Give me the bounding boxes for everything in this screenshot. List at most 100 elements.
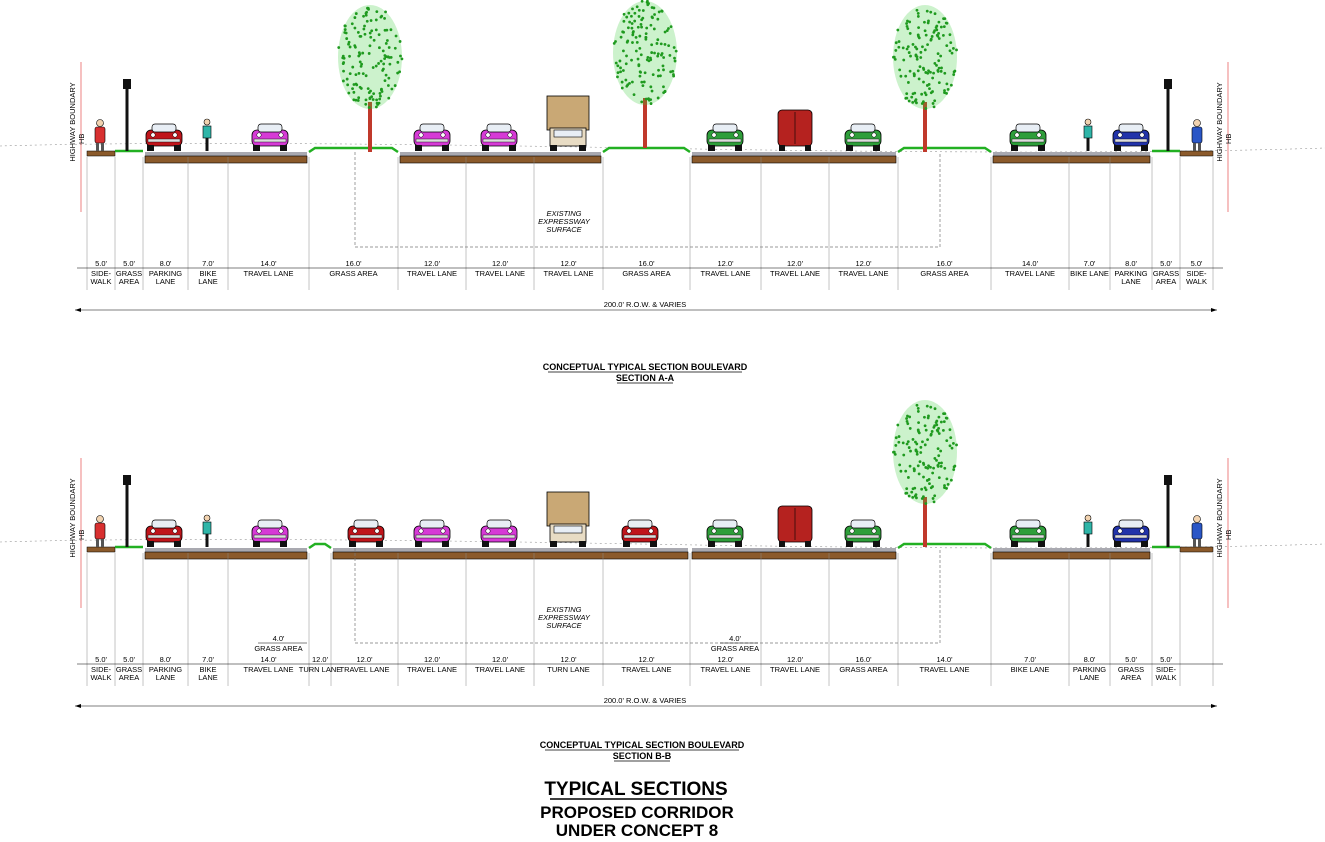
section-a-caption-line2: SECTION A-A bbox=[616, 373, 675, 383]
segment-name: TRAVEL LANE bbox=[407, 665, 457, 674]
car-headlight bbox=[1036, 132, 1042, 138]
person-leg bbox=[1193, 539, 1196, 547]
car-headlight bbox=[1139, 132, 1145, 138]
cyclist-body bbox=[202, 521, 212, 535]
title-line1: TYPICAL SECTIONS bbox=[544, 779, 727, 800]
car-body bbox=[480, 129, 518, 147]
tree-leaf bbox=[905, 417, 908, 420]
tree-leaf bbox=[630, 26, 634, 30]
tree-leaf bbox=[673, 56, 676, 60]
tree-leaf bbox=[345, 77, 349, 81]
row-arrow-left bbox=[75, 308, 81, 312]
section-b-b: EXISTINGEXPRESSWAYSURFACE5.0'SIDE-WALK5.… bbox=[0, 400, 1325, 708]
tree-leaf bbox=[905, 92, 909, 96]
tree-leaf bbox=[356, 99, 360, 102]
car-windshield bbox=[419, 123, 445, 133]
tree-leaf bbox=[358, 60, 362, 64]
tree-leaf bbox=[914, 449, 918, 453]
segment-name: GRASS bbox=[116, 665, 142, 674]
tree-leaf bbox=[933, 61, 937, 65]
tree-leaf bbox=[929, 70, 932, 74]
segment-name: PARKING bbox=[149, 269, 182, 278]
tree-leaf bbox=[948, 428, 952, 432]
tree-leaf bbox=[936, 447, 940, 451]
tree-leaf bbox=[656, 38, 660, 42]
tree-leaf bbox=[932, 466, 935, 470]
car-windshield bbox=[850, 123, 876, 133]
tree-leaf bbox=[931, 90, 934, 93]
tree-leaf bbox=[668, 53, 672, 57]
tree-leaf bbox=[943, 466, 947, 470]
segment-dimension: 14.0' bbox=[1022, 259, 1039, 268]
tree-leaf bbox=[931, 497, 935, 500]
tree-leaf bbox=[364, 102, 368, 106]
segment-name: TRAVEL LANE bbox=[1005, 269, 1055, 278]
tree-leaf bbox=[662, 85, 665, 89]
tree-leaf bbox=[663, 30, 667, 34]
tree-leaf bbox=[653, 51, 656, 55]
segment-dimension: 12.0' bbox=[492, 655, 509, 664]
car-parked-right bbox=[1112, 519, 1150, 547]
tree-leaf bbox=[932, 105, 936, 109]
tree-leaf bbox=[931, 102, 935, 105]
cyclist-body bbox=[202, 125, 212, 139]
tree-leaf bbox=[394, 34, 398, 38]
tree-leaf bbox=[937, 20, 941, 24]
truck-windshield bbox=[553, 525, 583, 534]
tree-leaf bbox=[387, 76, 391, 80]
street-lamp-left bbox=[123, 79, 131, 151]
tree-leaf bbox=[367, 106, 371, 109]
segment-name: LANE bbox=[156, 673, 176, 682]
tree-leaf bbox=[364, 98, 368, 102]
tree-leaf bbox=[939, 54, 943, 58]
tree-leaf bbox=[915, 47, 919, 51]
car-bumper bbox=[1011, 138, 1045, 143]
car-headlight bbox=[150, 528, 156, 534]
car-body bbox=[480, 525, 518, 543]
tree-leaf bbox=[398, 70, 402, 74]
cyclist-head bbox=[1084, 118, 1092, 126]
segment-name: LANE bbox=[198, 673, 218, 682]
car-headlight bbox=[278, 132, 284, 138]
segment-dimension: 14.0' bbox=[936, 655, 953, 664]
tree-leaf bbox=[366, 6, 369, 10]
tree-leaf bbox=[936, 52, 940, 56]
tree-leaf bbox=[657, 68, 660, 72]
tree-leaf bbox=[948, 444, 952, 448]
tree-leaf bbox=[644, 32, 648, 36]
tree-leaf bbox=[630, 14, 633, 18]
tree-leaf bbox=[923, 486, 927, 490]
cyclist-head bbox=[203, 118, 211, 126]
tree-leaf bbox=[906, 422, 910, 426]
tree-leaf bbox=[948, 33, 952, 37]
car-travel bbox=[480, 519, 518, 547]
car-headlight bbox=[733, 528, 739, 534]
bicycle-wheel bbox=[1086, 138, 1090, 151]
tree-leaf bbox=[369, 35, 373, 39]
existing-expressway-outline bbox=[354, 548, 941, 644]
tree-leaf bbox=[904, 74, 908, 78]
car-headlight bbox=[352, 528, 358, 534]
existing-surface-label: EXISTING bbox=[546, 209, 581, 218]
segment-dimension: 16.0' bbox=[345, 259, 362, 268]
tree-leaf bbox=[655, 42, 659, 45]
tree-leaf bbox=[353, 16, 357, 19]
tree-leaf bbox=[907, 99, 911, 103]
segment-dimension: 12.0' bbox=[424, 655, 441, 664]
tree-leaf bbox=[916, 464, 920, 468]
car-headlight bbox=[1117, 528, 1123, 534]
tree-leaf bbox=[908, 32, 912, 35]
car-tire bbox=[147, 541, 154, 547]
tree-leaf bbox=[927, 69, 930, 73]
tree-leaf bbox=[932, 71, 935, 75]
tree-leaf bbox=[908, 69, 912, 73]
tree-leaf bbox=[669, 25, 673, 29]
segment-dimension: 12.0' bbox=[787, 259, 804, 268]
tree-leaf bbox=[375, 98, 379, 102]
segment-name: GRASS AREA bbox=[920, 269, 968, 278]
tree-leaf bbox=[637, 63, 641, 67]
row-arrow-left bbox=[75, 704, 81, 708]
tree-leaf bbox=[910, 490, 914, 494]
car-windshield bbox=[151, 519, 177, 529]
tree-leaf bbox=[899, 469, 903, 473]
